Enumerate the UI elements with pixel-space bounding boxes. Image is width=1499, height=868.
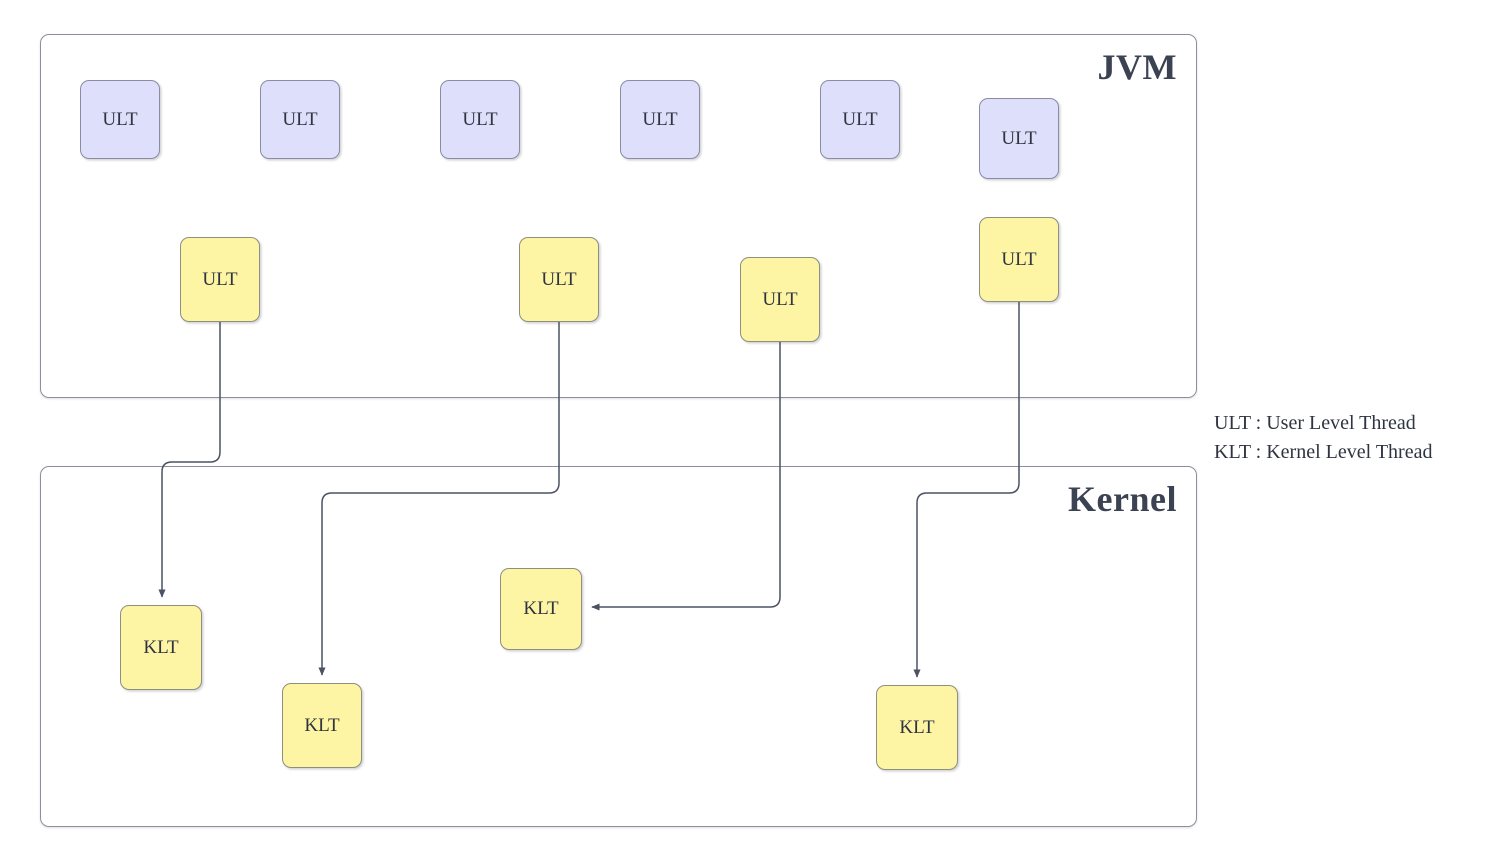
legend: ULT : User Level Thread KLT : Kernel Lev… bbox=[1214, 409, 1432, 467]
kernel-container bbox=[40, 466, 1197, 827]
ult-node-unmapped[interactable]: ULT bbox=[440, 80, 520, 159]
jvm-title: JVM bbox=[1097, 47, 1177, 87]
legend-line-klt: KLT : Kernel Level Thread bbox=[1214, 441, 1433, 463]
ult-node-unmapped[interactable]: ULT bbox=[979, 98, 1059, 179]
ult-node-mapped[interactable]: ULT bbox=[979, 217, 1059, 302]
ult-node-mapped[interactable]: ULT bbox=[740, 257, 820, 342]
klt-node[interactable]: KLT bbox=[120, 605, 202, 690]
klt-node[interactable]: KLT bbox=[876, 685, 958, 770]
klt-node[interactable]: KLT bbox=[500, 568, 582, 650]
kernel-title: Kernel bbox=[1068, 479, 1177, 519]
ult-node-mapped[interactable]: ULT bbox=[519, 237, 599, 322]
jvm-container bbox=[40, 34, 1197, 398]
klt-node[interactable]: KLT bbox=[282, 683, 362, 768]
ult-node-mapped[interactable]: ULT bbox=[180, 237, 260, 322]
ult-node-unmapped[interactable]: ULT bbox=[620, 80, 700, 159]
ult-node-unmapped[interactable]: ULT bbox=[820, 80, 900, 159]
ult-node-unmapped[interactable]: ULT bbox=[80, 80, 160, 159]
legend-line-ult: ULT : User Level Thread bbox=[1214, 412, 1416, 434]
ult-node-unmapped[interactable]: ULT bbox=[260, 80, 340, 159]
